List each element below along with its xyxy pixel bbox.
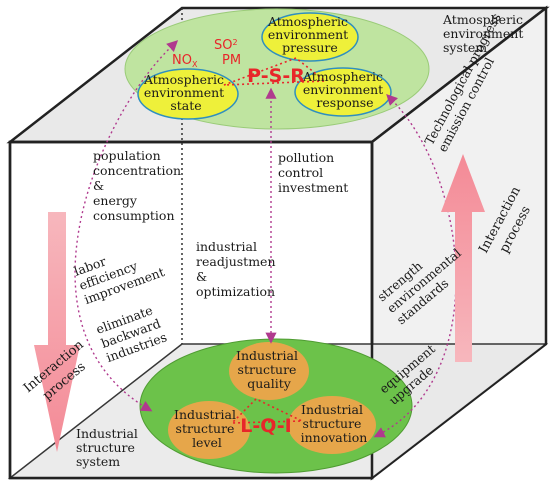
quality-label: Industrial structure quality <box>236 348 302 391</box>
pollution-note: pollution control investment <box>278 150 348 195</box>
response-ellipse <box>294 67 392 117</box>
quality-ellipse <box>229 342 309 400</box>
innovation-label: Industrial structure innovation <box>301 402 368 445</box>
industrial-system-label: Industrial structure system <box>76 426 142 469</box>
lqi-label: L-Q-I <box>240 415 291 437</box>
pm-label: PM <box>222 53 241 68</box>
lqi-triangle <box>230 398 303 424</box>
labor-note: labor efficiency improvement <box>72 236 166 307</box>
eliminate-note: eliminate backward industries <box>94 300 172 365</box>
atmospheric-system-label: Atmospheric environment system <box>442 12 527 55</box>
pressure-ellipse <box>261 12 359 62</box>
right-interaction-curve <box>373 93 457 438</box>
left-interaction-curve <box>74 40 179 412</box>
population-note: population concentration & energy consum… <box>93 148 185 223</box>
pressure-label: Atmospheric environment pressure <box>267 14 352 55</box>
innovation-ellipse <box>288 396 376 454</box>
left-downward-arrow <box>34 212 80 452</box>
response-label: Atmospheric environment response <box>302 69 387 110</box>
level-ellipse <box>168 401 250 459</box>
so2-label: SO2 <box>214 38 238 53</box>
cube-front-outline <box>8 140 374 480</box>
right-upward-arrow <box>441 154 485 362</box>
level-label: Industrial structure level <box>174 407 240 450</box>
psr-label: P-S-R <box>247 65 305 87</box>
psr-triangle <box>223 57 328 86</box>
readjust-note: industrial readjustmen & optimization <box>196 239 279 299</box>
